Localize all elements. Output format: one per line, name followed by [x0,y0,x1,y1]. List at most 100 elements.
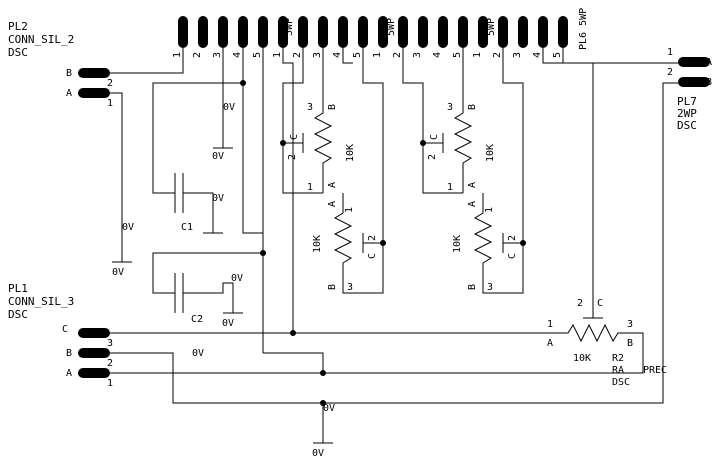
header-pin-num-18: 3 [512,52,523,58]
r2-pin-a: A [547,338,553,349]
pot-ru-pin-c: C [429,134,440,140]
header-pin-4 [238,16,248,48]
r2-value: 10K [573,353,591,364]
pot-lu-pin-b: B [327,104,338,110]
header-pin-letter-10: E [359,20,370,26]
header-pin-num-20: 5 [552,52,563,58]
header-pin-letter-14: D [439,20,450,26]
resistor-zigzags [313,103,623,343]
pot-rl-value: 10K [452,235,463,253]
header-pin-num-9: 4 [332,52,343,58]
pot-lu-pin2: 2 [287,154,298,160]
pl7-name: 2WP [677,107,697,120]
pl1-ref: PL1 [8,282,28,295]
header-pin-13 [418,16,428,48]
pl2-pin-b-letter: B [66,68,72,79]
pl2-pin-a-letter: A [66,88,72,99]
pl7-pin-a [678,57,710,67]
pl1-pin-c [78,328,110,338]
pot-ll-pin-b: B [327,284,338,290]
pot-ru-value: 10K [485,144,496,162]
pot-lu-pin-c: C [289,134,300,140]
header-pin-letter-19: D [539,20,550,26]
header-pin-letter-3: C [219,20,230,26]
header-pin-letter-20: E [559,20,570,26]
header-pin-6 [278,16,288,48]
pl1-pin-c-letter: C [62,324,68,335]
pot-rl-pin2: 2 [507,235,518,241]
pot-rl-pin-a: A [467,201,478,207]
header-pin-num-7: 2 [292,52,303,58]
pot-ll-pin-c: C [367,253,378,259]
header-pin-num-5: 5 [252,52,263,58]
pot-ll-value: 10K [312,235,323,253]
pl1-pin-a [78,368,110,378]
pl1-pin-a-letter: A [66,368,72,379]
pl7-pin-b [678,77,710,87]
header-pin-letter-16: A [479,20,490,26]
pl1-pin-a-num: 1 [107,378,113,389]
header-pin-3 [218,16,228,48]
pl2-pin-a-num: 1 [107,98,113,109]
pl2-pin-b-num: 2 [107,78,113,89]
pot-lu-pin-a: A [327,182,338,188]
pl7-pin-b-letter: B [706,77,712,88]
header-pin-18 [518,16,528,48]
pl7-connector: 1 2 A B PL7 2WP DSC [667,47,712,132]
pl2-ref: PL2 [8,20,28,33]
header-pin-letter-11: A [379,20,390,26]
header-pin-15 [458,16,468,48]
r2-note: PREC [643,365,667,376]
pot-lu-value: 10K [345,144,356,162]
header-pin-num-1: 1 [172,52,183,58]
pl7-pin-a-letter: A [706,57,712,68]
pl1-name: CONN_SIL_3 [8,295,74,308]
pot-lu-pin3: 3 [307,102,313,113]
pl2-lib: DSC [8,46,28,59]
header-pin-19 [538,16,548,48]
header-pin-letter-5: E [259,20,270,26]
pl1-pin-b-letter: B [66,348,72,359]
pot-ru-pin-b: B [467,104,478,110]
header-pin-letter-15: E [459,20,470,26]
header-pin-letter-9: D [339,20,350,26]
pl2-pin-a [78,88,110,98]
header-pin-17 [498,16,508,48]
header-pin-10 [358,16,368,48]
r2-type: RA [612,365,624,376]
pl1-connector: PL1 CONN_SIL_3 DSC C B A 3 2 1 [8,282,113,389]
pot-rl-pin3: 3 [487,282,493,293]
header-pin-num-3: 3 [212,52,223,58]
pl2-connector: PL2 CONN_SIL_2 DSC B A 2 1 [8,20,113,109]
header-pin-num-13: 3 [412,52,423,58]
pot-ru-pin2: 2 [427,154,438,160]
pl1-pin-b-num: 2 [107,358,113,369]
r2-pin2: 2 [577,298,583,309]
r2-pin-c: C [597,298,603,309]
gnd-label-2: 0V [223,102,235,113]
pot-left-upper-body [313,103,333,193]
header-pin-2 [198,16,208,48]
header-pin-5 [258,16,268,48]
r2-pin3: 3 [627,319,633,330]
c1-ref: C1 [181,222,193,233]
pot-right-lower-body [473,203,493,273]
pot-ru-pin-a: A [467,182,478,188]
pot-rl-pin1: 1 [484,207,495,213]
pot-ll-pin-a: A [327,201,338,207]
pot-left-lower-body [333,203,353,273]
header-pin-num-14: 4 [432,52,443,58]
header-pin-letter-12: B [399,20,410,26]
pl2-name: CONN_SIL_2 [8,33,74,46]
pl7-lib: DSC [677,119,697,132]
header-pin-num-15: 5 [452,52,463,58]
pot-ru-pin3: 3 [447,102,453,113]
header-pin-letter-2: B [199,20,210,26]
header-pin-12 [398,16,408,48]
gnd-label-5: 0V [222,318,234,329]
c2-ref: C2 [191,314,203,325]
r2-pin-b: B [627,338,633,349]
header-pin-letter-17: B [499,20,510,26]
header-pin-9 [338,16,348,48]
